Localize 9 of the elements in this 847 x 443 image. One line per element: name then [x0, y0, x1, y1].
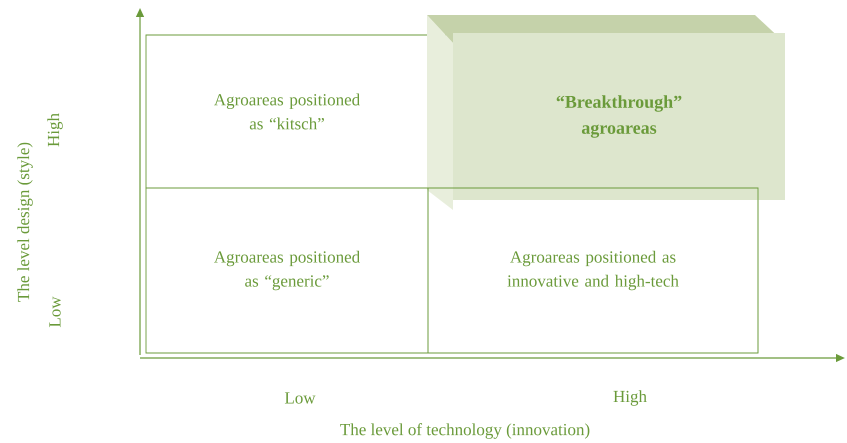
axis-label: High — [47, 113, 63, 146]
quadrant-cell: Agroareas positioned as “generic” — [146, 188, 428, 354]
quadrant-cell: Agroareas positioned as innovative and high-tech — [428, 188, 758, 354]
axis-label: The level of technology (innovation) — [340, 423, 590, 439]
axis-label: The level design (style) — [17, 142, 33, 302]
raised-block: “Breakthrough” agroareas — [427, 15, 785, 210]
axis-label: Low — [284, 392, 316, 404]
axis-label: High — [614, 390, 647, 406]
axis-label: Low — [49, 296, 61, 328]
